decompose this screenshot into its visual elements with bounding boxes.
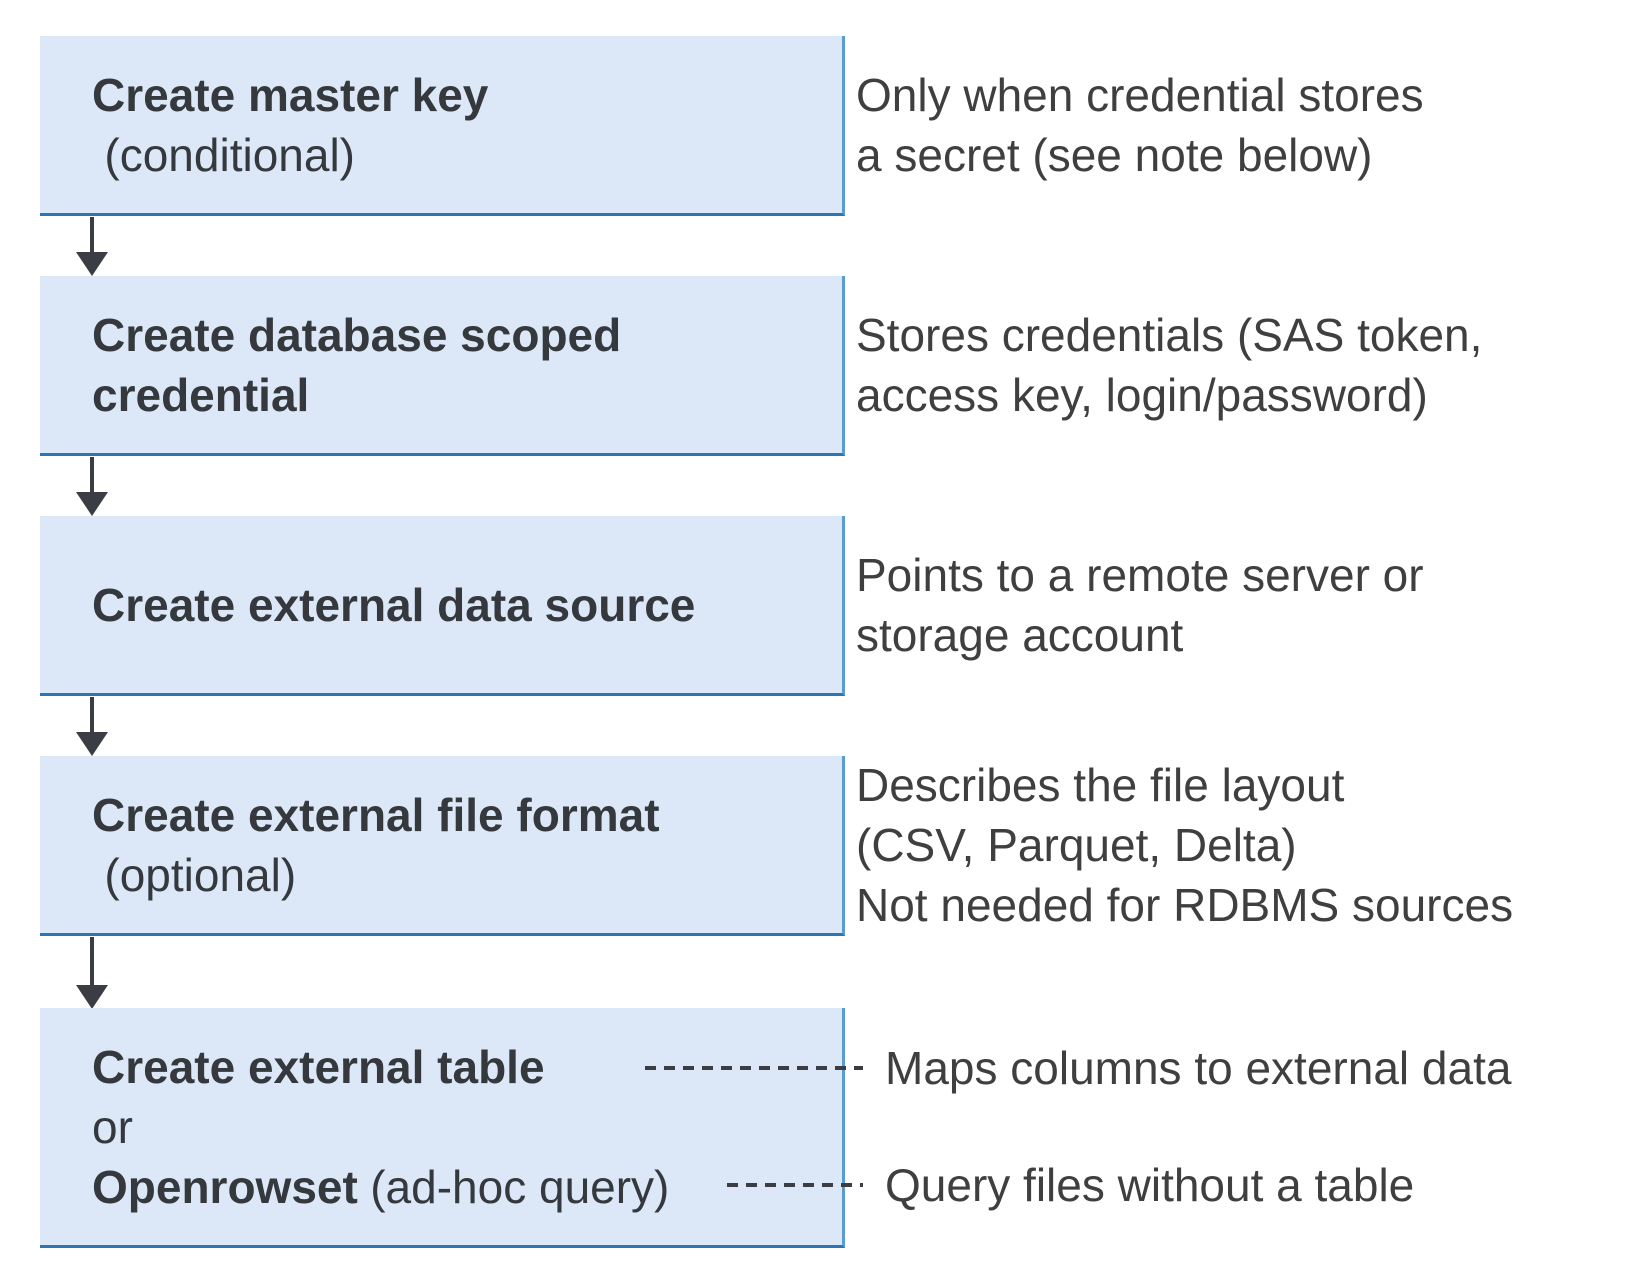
box-qualifier: (conditional) xyxy=(104,128,355,181)
flow-box-create-external-table-or-openrowset: Create external table or Openrowset(ad-h… xyxy=(40,1008,845,1248)
note-line: Query files without a table xyxy=(885,1159,1415,1211)
note-line: (CSV, Parquet, Delta) xyxy=(856,819,1297,871)
dashed-connector-external-table xyxy=(645,1066,863,1070)
note-line: Not needed for RDBMS sources xyxy=(856,879,1514,931)
box-qualifier: (ad-hoc query) xyxy=(370,1160,670,1213)
down-arrow xyxy=(90,937,94,985)
down-arrow xyxy=(90,217,94,252)
down-arrow xyxy=(90,697,94,732)
note-create-external-file-format: Describes the file layout (CSV, Parquet,… xyxy=(856,755,1513,935)
down-arrow xyxy=(90,457,94,492)
note-line: Only when credential stores xyxy=(856,69,1424,121)
note-create-master-key: Only when credential stores a secret (se… xyxy=(856,65,1424,185)
box-title: Create external file format xyxy=(92,788,660,841)
box-qualifier: (optional) xyxy=(104,848,297,901)
note-line: Stores credentials (SAS token, xyxy=(856,309,1483,361)
flow-box-create-database-scoped-credential: Create database scoped credential xyxy=(40,276,845,456)
dashed-connector-openrowset xyxy=(727,1183,863,1187)
box-title: Create external data source xyxy=(92,578,696,631)
flow-box-create-external-file-format: Create external file format (optional) xyxy=(40,756,845,936)
box-or-text: or xyxy=(92,1100,133,1153)
box-title: Create external table xyxy=(92,1040,545,1093)
box-title: Create master key xyxy=(92,68,489,121)
box-title: credential xyxy=(92,368,310,421)
note-query-files: Query files without a table xyxy=(885,1155,1414,1215)
note-line: Describes the file layout xyxy=(856,759,1345,811)
note-maps-columns: Maps columns to external data xyxy=(885,1038,1511,1098)
flow-box-create-master-key: Create master key (conditional) xyxy=(40,36,845,216)
note-create-external-data-source: Points to a remote server or storage acc… xyxy=(856,545,1424,665)
note-line: a secret (see note below) xyxy=(856,129,1373,181)
note-create-database-scoped-credential: Stores credentials (SAS token, access ke… xyxy=(856,305,1482,425)
note-line: storage account xyxy=(856,609,1184,661)
box-title: Openrowset xyxy=(92,1160,358,1213)
note-line: access key, login/password) xyxy=(856,369,1428,421)
note-line: Maps columns to external data xyxy=(885,1042,1512,1094)
note-line: Points to a remote server or xyxy=(856,549,1424,601)
flow-box-create-external-data-source: Create external data source xyxy=(40,516,845,696)
box-title: Create database scoped xyxy=(92,308,622,361)
